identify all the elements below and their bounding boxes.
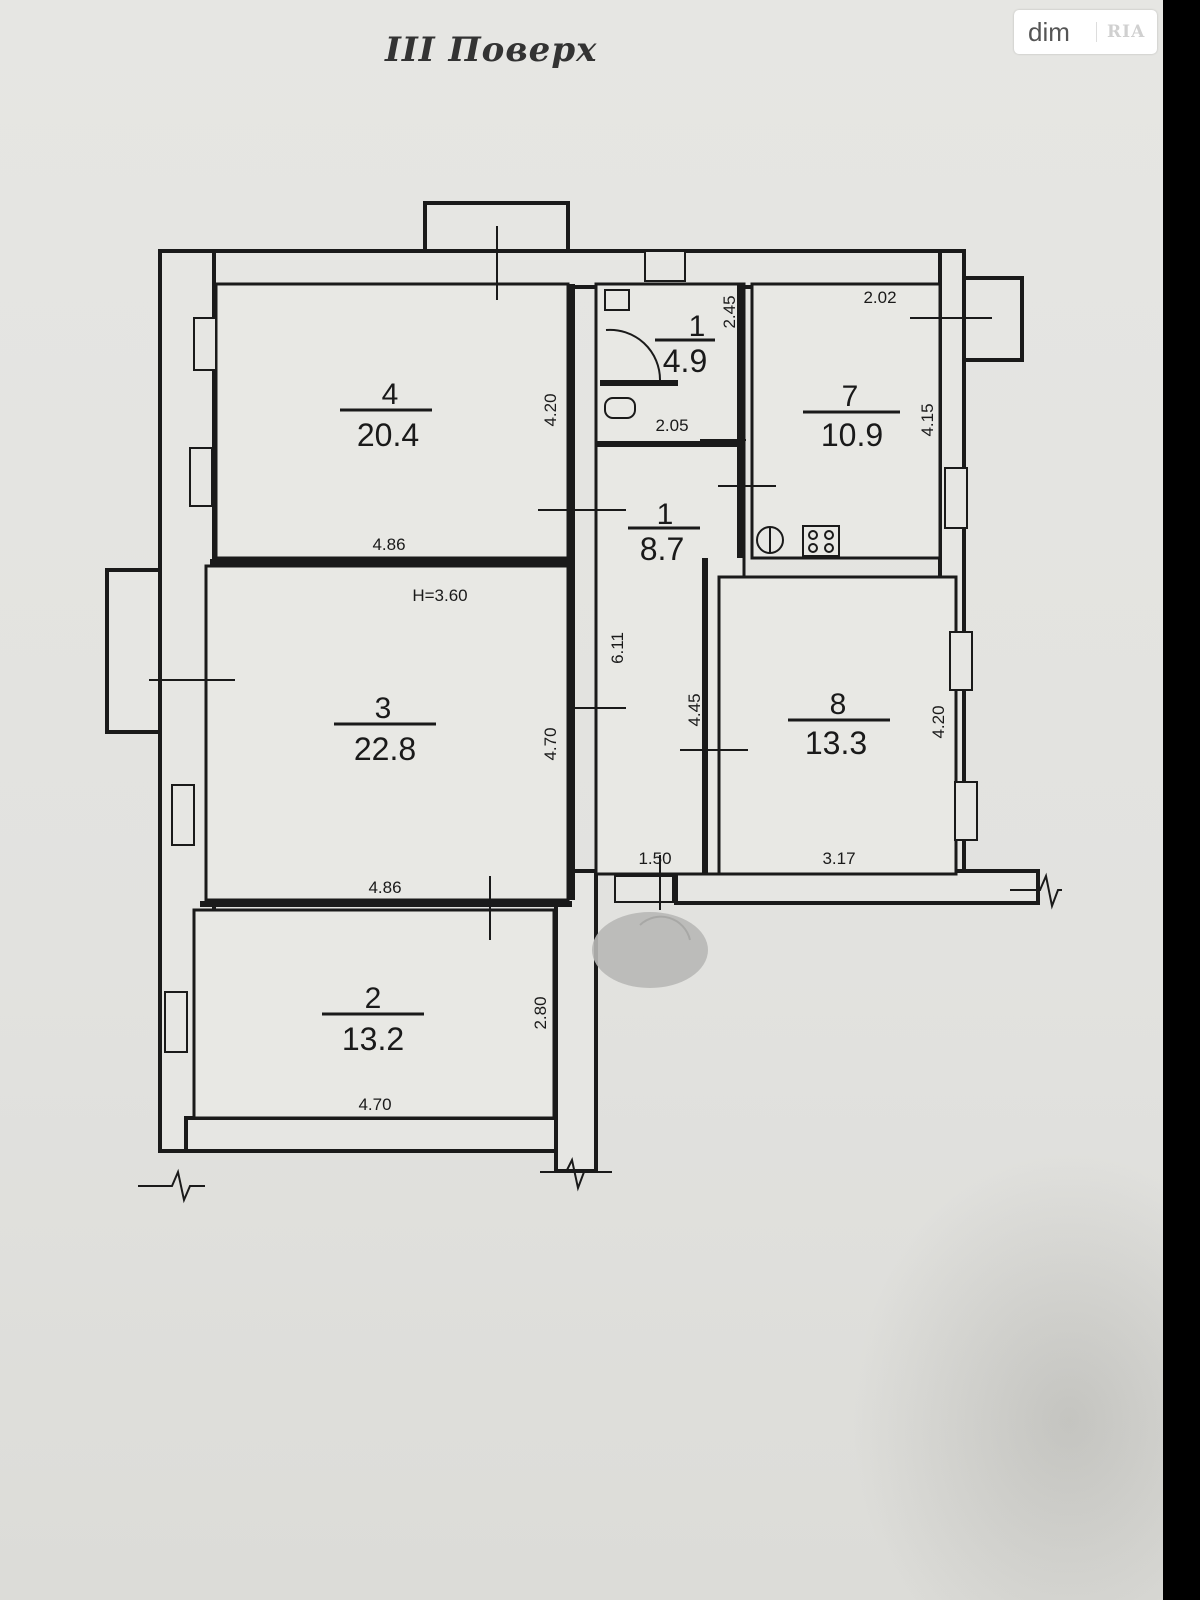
room-labels: 4 20.4 1 4.9 7 10.9 1 8.7 3 22.8 8 13.3 … <box>342 310 883 1057</box>
floor-title: III Поверх <box>385 30 598 70</box>
dim-r7-width: 2.02 <box>863 288 896 307</box>
room-4-area: 20.4 <box>357 417 419 453</box>
dim-r2-width: 4.70 <box>358 1095 391 1114</box>
window-top-wc <box>644 250 686 282</box>
room-8 <box>717 575 958 876</box>
window-right-2 <box>949 631 973 691</box>
ceiling-height: H=3.60 <box>412 586 467 605</box>
dim-r3-height: 4.70 <box>541 727 560 760</box>
photo-shadow <box>850 1150 1163 1600</box>
dim-r8-height: 4.20 <box>929 705 948 738</box>
dim-r7-height: 4.15 <box>918 403 937 436</box>
room-4 <box>214 282 570 560</box>
window-left-2 <box>189 447 213 507</box>
dim-hall-width: 1.50 <box>638 849 671 868</box>
shower-icon <box>605 328 662 381</box>
window-left-4 <box>164 991 188 1053</box>
window-left-1 <box>193 317 217 371</box>
watermark-sub: RIA <box>1096 22 1145 42</box>
windows <box>164 250 978 1053</box>
dimension-labels: 4.86 4.20 2.45 2.05 2.02 4.15 H=3.60 6.1… <box>358 288 948 1114</box>
room-1-wc-area: 4.9 <box>663 343 707 379</box>
room-8-area: 13.3 <box>805 725 867 761</box>
toilet-icon <box>604 397 636 419</box>
room-3-area: 22.8 <box>354 731 416 767</box>
wall-bottom-left <box>184 1116 558 1153</box>
interior-walls <box>200 284 744 907</box>
sink-icon <box>604 289 630 311</box>
dim-r4-width: 4.86 <box>372 535 405 554</box>
room-7 <box>750 282 942 560</box>
watermark-brand: dim <box>1028 16 1070 47</box>
dim-wc-height: 2.45 <box>720 295 739 328</box>
stove-icon <box>802 525 840 557</box>
room-2-number: 2 <box>365 982 382 1015</box>
room-1-hall-number: 1 <box>657 498 674 531</box>
dim-r8-width: 3.17 <box>822 849 855 868</box>
wall-top <box>192 249 966 289</box>
room-8-number: 8 <box>830 688 847 721</box>
wall-corridor-bottom <box>554 869 598 1173</box>
room-3 <box>204 564 570 902</box>
door-marks <box>149 226 992 940</box>
dim-r4-height: 4.20 <box>541 393 560 426</box>
room-4-number: 4 <box>382 378 399 411</box>
room-1-hall-area: 8.7 <box>640 531 684 567</box>
room-7-number: 7 <box>842 380 859 413</box>
break-symbols <box>138 872 1062 1204</box>
window-entrance <box>614 875 674 903</box>
area-lines <box>322 338 900 1016</box>
wall-bottom-right <box>674 869 1040 905</box>
room-3-number: 3 <box>375 692 392 725</box>
window-right-3 <box>954 781 978 841</box>
fixtures <box>592 289 840 988</box>
dim-hall-height-2: 4.45 <box>685 693 704 726</box>
window-right-1 <box>944 467 968 529</box>
room-1-wc-number: 1 <box>689 310 706 343</box>
window-left-3 <box>171 784 195 846</box>
dim-wc-width: 2.05 <box>655 416 688 435</box>
blurred-mark <box>592 912 708 988</box>
dim-hall-height: 6.11 <box>608 632 627 664</box>
dim-ria-watermark[interactable]: dim RIA <box>1014 10 1157 54</box>
room-2-area: 13.2 <box>342 1021 404 1057</box>
dim-r3-width: 4.86 <box>368 878 401 897</box>
room-7-area: 10.9 <box>821 417 883 453</box>
dim-r2-height: 2.80 <box>531 996 550 1029</box>
